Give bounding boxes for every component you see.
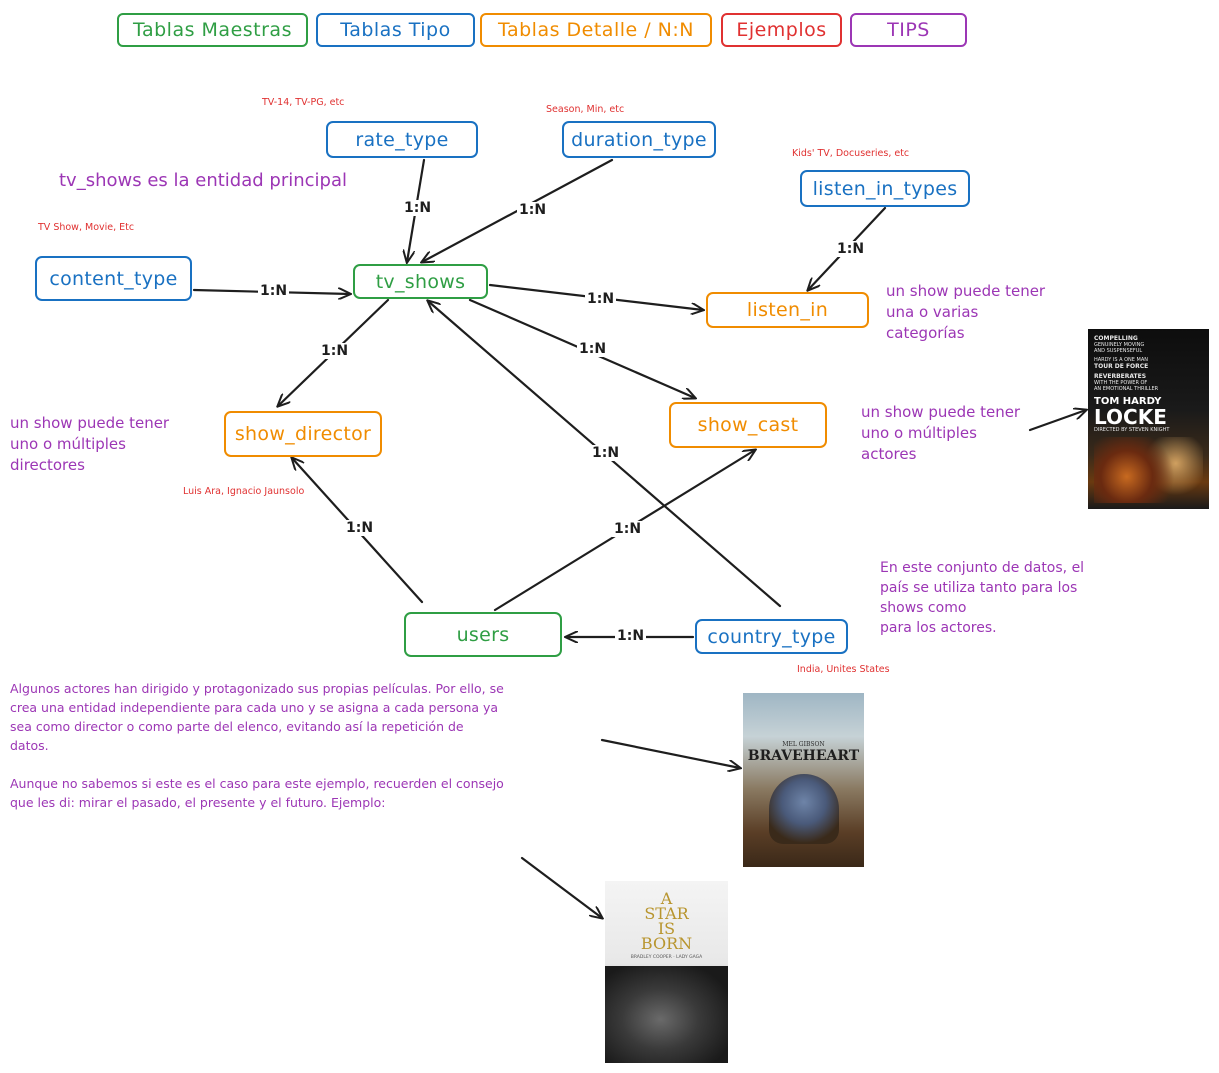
relation-country-to-users: 1:N bbox=[615, 628, 647, 644]
entity-duration-type[interactable]: duration_type bbox=[562, 121, 716, 158]
poster-star-title-4: BORN bbox=[640, 934, 693, 953]
entity-users[interactable]: users bbox=[404, 612, 562, 657]
entity-content-type[interactable]: content_type bbox=[35, 256, 192, 301]
legend-ejemplos: Ejemplos bbox=[721, 13, 842, 47]
relation-country-to-shows: 1:N bbox=[590, 445, 622, 461]
example-duration-type: Season, Min, etc bbox=[546, 104, 625, 115]
entity-show-cast[interactable]: show_cast bbox=[669, 402, 827, 448]
legend-tips: TIPS bbox=[850, 13, 967, 47]
example-listen-in-types: Kids' TV, Docuseries, etc bbox=[792, 148, 910, 159]
note-main-entity: tv_shows es la entidad principal bbox=[59, 170, 347, 191]
poster-star-image bbox=[605, 966, 728, 1063]
legend-tablas-maestras: Tablas Maestras bbox=[117, 13, 308, 47]
poster-braveheart: MEL GIBSON BRAVEHEART bbox=[743, 693, 864, 867]
note-users: Algunos actores han dirigido y protagoni… bbox=[10, 681, 504, 810]
arrow-cast-note-to-locke bbox=[1028, 410, 1086, 432]
example-rate-type: TV-14, TV-PG, etc bbox=[262, 97, 345, 108]
poster-locke-line-1: COMPELLING bbox=[1094, 335, 1138, 342]
legend-tablas-tipo: Tablas Tipo bbox=[316, 13, 475, 47]
poster-locke: COMPELLING GENUINELY MOVING AND SUSPENSE… bbox=[1088, 329, 1209, 509]
relation-listen-types-to-listen-in: 1:N bbox=[835, 241, 867, 257]
entity-tv-shows[interactable]: tv_shows bbox=[353, 264, 488, 299]
note-cast: un show puede tener uno o múltiples acto… bbox=[861, 403, 1021, 463]
entity-show-director[interactable]: show_director bbox=[224, 411, 382, 457]
poster-locke-credit: DIRECTED BY STEVEN KNIGHT bbox=[1094, 427, 1170, 433]
poster-locke-line-4: HARDY IS A ONE MAN bbox=[1094, 357, 1149, 363]
example-show-director: Luis Ara, Ignacio Jaunsolo bbox=[183, 486, 305, 497]
poster-locke-actor: TOM HARDY bbox=[1094, 396, 1162, 407]
relation-rate-to-shows: 1:N bbox=[402, 200, 434, 216]
poster-braveheart-actor: MEL GIBSON bbox=[782, 741, 825, 748]
example-country-type: India, Unites States bbox=[797, 664, 890, 675]
entity-country-type[interactable]: country_type bbox=[695, 619, 848, 654]
relation-shows-to-listen-in: 1:N bbox=[585, 291, 617, 307]
relation-users-to-cast: 1:N bbox=[612, 521, 644, 537]
poster-locke-line-5: TOUR DE FORCE bbox=[1094, 363, 1149, 370]
entity-listen-in[interactable]: listen_in bbox=[706, 292, 869, 328]
arrow-users-note-to-braveheart bbox=[600, 738, 740, 768]
relation-shows-to-cast: 1:N bbox=[577, 341, 609, 357]
poster-star-title-3: IS bbox=[657, 919, 676, 938]
poster-locke-line-2: GENUINELY MOVING bbox=[1094, 342, 1145, 348]
entity-listen-in-types[interactable]: listen_in_types bbox=[800, 170, 970, 207]
legend-tablas-detalle: Tablas Detalle / N:N bbox=[480, 13, 712, 47]
example-content-type: TV Show, Movie, Etc bbox=[38, 222, 135, 233]
poster-locke-title: LOCKE bbox=[1094, 405, 1167, 429]
poster-star-credit: BRADLEY COOPER · LADY GAGA bbox=[630, 955, 703, 960]
note-director: un show puede tener uno o múltiples dire… bbox=[10, 414, 170, 474]
poster-star-title-1: A bbox=[660, 889, 673, 908]
poster-locke-image bbox=[1094, 437, 1203, 503]
relation-duration-to-shows: 1:N bbox=[517, 202, 549, 218]
poster-braveheart-image bbox=[768, 774, 839, 844]
poster-a-star-is-born: A STAR IS BORN BRADLEY COOPER · LADY GAG… bbox=[605, 881, 728, 1063]
poster-locke-line-8: AN EMOTIONAL THRILLER bbox=[1094, 386, 1159, 392]
poster-locke-line-6: REVERBERATES bbox=[1094, 373, 1147, 380]
poster-braveheart-title: BRAVEHEART bbox=[747, 748, 860, 764]
relation-shows-to-director: 1:N bbox=[319, 343, 351, 359]
note-listen-in: un show puede tener una o varias categor… bbox=[886, 282, 1046, 342]
entity-rate-type[interactable]: rate_type bbox=[326, 121, 478, 158]
note-country: En este conjunto de datos, el país se ut… bbox=[880, 560, 1085, 636]
arrow-users-note-to-star-is-born bbox=[520, 856, 602, 918]
relation-users-to-director: 1:N bbox=[344, 520, 376, 536]
poster-locke-line-7: WITH THE POWER OF bbox=[1094, 380, 1148, 386]
poster-star-title-2: STAR bbox=[644, 904, 689, 923]
poster-locke-line-3: AND SUSPENSEFUL bbox=[1094, 348, 1143, 354]
relation-content-to-shows: 1:N bbox=[258, 283, 290, 299]
